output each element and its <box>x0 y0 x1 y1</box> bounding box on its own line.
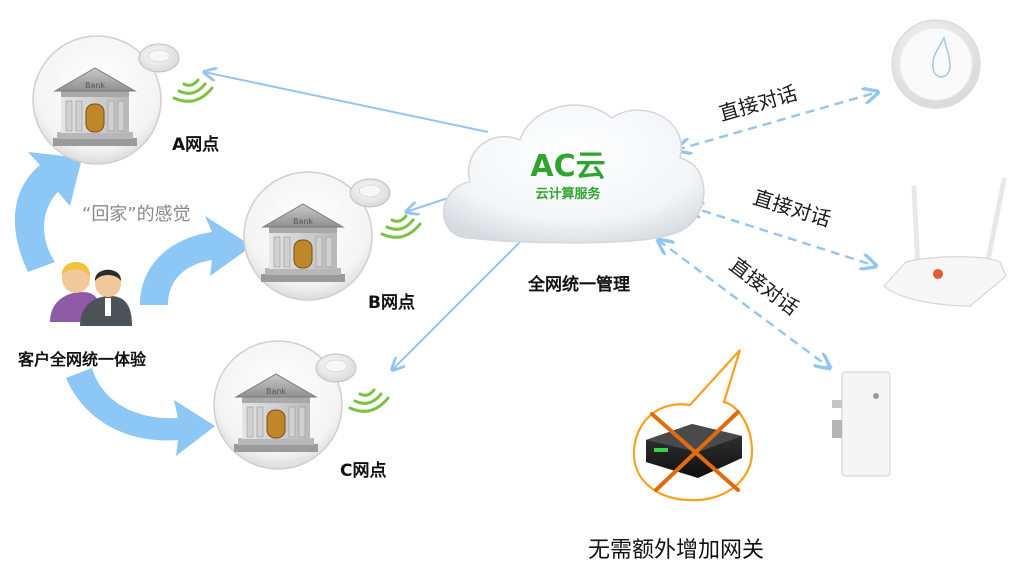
cloud-subtitle: 云计算服务 <box>535 186 601 202</box>
arrow-cloud-to-a <box>204 72 489 133</box>
talk-label-3: 直接对话 <box>725 253 803 320</box>
wifi-icon <box>380 214 422 239</box>
gateway-caption: 无需额外增加网关 <box>588 538 765 563</box>
talk-label-1: 直接对话 <box>716 81 800 126</box>
gateway-callout <box>632 349 754 502</box>
cloud-title: AC云 <box>530 149 605 184</box>
branch-a <box>32 35 214 165</box>
home-feeling-text: “回家”的感觉 <box>82 204 191 225</box>
ac-cloud <box>443 104 705 244</box>
access-point-icon <box>138 43 180 73</box>
branch-label-c: C网点 <box>340 461 387 481</box>
bank-sign-a: Bank <box>85 81 105 90</box>
flow-arrow-to-b <box>140 216 252 305</box>
wifi-icon <box>348 388 390 413</box>
flow-arrow-to-a <box>14 152 82 272</box>
branch-label-a: A网点 <box>172 135 220 155</box>
cloud-caption: 全网统一管理 <box>528 275 630 295</box>
bank-sign-b: Bank <box>293 217 313 226</box>
customer-caption: 客户全网统一体验 <box>18 350 147 369</box>
dashed-arrow-to-ceiling-ap <box>676 92 878 150</box>
bank-sign-c: Bank <box>266 387 286 396</box>
access-point-icon <box>349 178 391 208</box>
branch-c <box>213 340 390 470</box>
direct-talk-arrows <box>658 92 878 368</box>
dashed-arrow-to-wall-ap <box>658 240 830 368</box>
wall-ap-device <box>832 371 891 477</box>
talk-label-2: 直接对话 <box>750 185 834 231</box>
dashed-arrow-to-router <box>688 206 876 266</box>
branch-b <box>243 171 422 301</box>
branch-label-b: B网点 <box>368 293 415 313</box>
wifi-icon <box>172 78 214 103</box>
flow-arrow-to-c <box>66 368 215 456</box>
arrow-cloud-to-c <box>392 231 531 370</box>
router-device <box>883 177 1007 307</box>
access-point-icon <box>315 353 357 383</box>
ceiling-ap-device <box>891 19 981 109</box>
flow-arrows <box>14 152 252 456</box>
customers-icon <box>50 262 132 326</box>
